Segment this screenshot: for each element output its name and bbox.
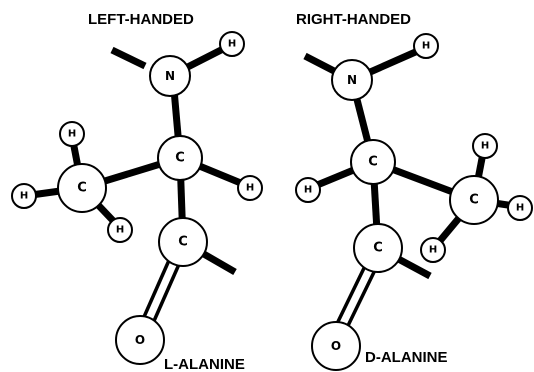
atom-label-c-alpha: C xyxy=(368,155,378,170)
atom-hydrogen-n xyxy=(219,31,245,57)
atom-label-h-alpha: H xyxy=(246,183,254,194)
atom-label-h-n: H xyxy=(228,39,236,50)
atom-carboxyl-carbon xyxy=(158,217,208,267)
atom-label-h-m3: H xyxy=(116,225,124,236)
atom-label-c-alpha: C xyxy=(175,151,185,166)
atom-alpha-carbon xyxy=(350,139,396,185)
atom-hydrogen-methyl-3 xyxy=(420,237,446,263)
bond-n-stub xyxy=(110,46,147,70)
atom-hydrogen-alpha xyxy=(237,175,263,201)
atom-hydrogen-methyl-2 xyxy=(11,183,37,209)
atom-label-o: O xyxy=(135,333,145,347)
atom-label-h-n: H xyxy=(422,41,430,52)
atom-label-o: O xyxy=(331,339,341,353)
atom-alpha-carbon xyxy=(157,135,203,181)
atom-label-c-carboxyl: C xyxy=(373,241,383,256)
atom-label-h-m2: H xyxy=(20,191,28,202)
atom-label-c-carboxyl: C xyxy=(178,235,188,250)
atom-label-c-methyl: C xyxy=(469,193,479,208)
atom-label-h-m3: H xyxy=(429,245,437,256)
d-alanine-label: D-ALANINE xyxy=(365,349,448,366)
atom-hydrogen-n xyxy=(413,33,439,59)
atom-label-h-m1: H xyxy=(481,141,489,152)
atom-label-h-m1: H xyxy=(68,129,76,140)
atom-methyl-carbon xyxy=(57,163,107,213)
atom-oxygen xyxy=(115,315,165,365)
atom-carboxyl-carbon xyxy=(353,223,403,273)
bond-n-stub xyxy=(303,52,338,76)
atom-label-h-alpha: H xyxy=(304,185,312,196)
atom-hydrogen-methyl-2 xyxy=(507,195,533,221)
atom-hydrogen-methyl-1 xyxy=(59,121,85,147)
l-alanine-molecule: LEFT-HANDED N H C H C H H H C xyxy=(11,11,263,372)
atom-methyl-carbon xyxy=(449,175,499,225)
atom-hydrogen-methyl-1 xyxy=(472,133,498,159)
atom-nitrogen xyxy=(331,59,373,101)
atom-label-h-m2: H xyxy=(516,203,524,214)
atom-nitrogen xyxy=(149,55,191,97)
right-handed-label: RIGHT-HANDED xyxy=(296,11,411,28)
d-alanine-molecule: RIGHT-HANDED N H C H C H H H C xyxy=(295,11,533,371)
atom-hydrogen-alpha xyxy=(295,177,321,203)
atom-label-n: N xyxy=(347,73,357,87)
double-bond-line-2 xyxy=(148,261,182,331)
atom-oxygen xyxy=(311,321,361,371)
atom-label-n: N xyxy=(165,69,175,83)
atom-hydrogen-methyl-3 xyxy=(107,217,133,243)
left-handed-label: LEFT-HANDED xyxy=(88,11,194,28)
double-bond-line-1 xyxy=(138,257,172,327)
atom-label-c-methyl: C xyxy=(77,181,87,196)
l-alanine-label: L-ALANINE xyxy=(164,356,245,372)
